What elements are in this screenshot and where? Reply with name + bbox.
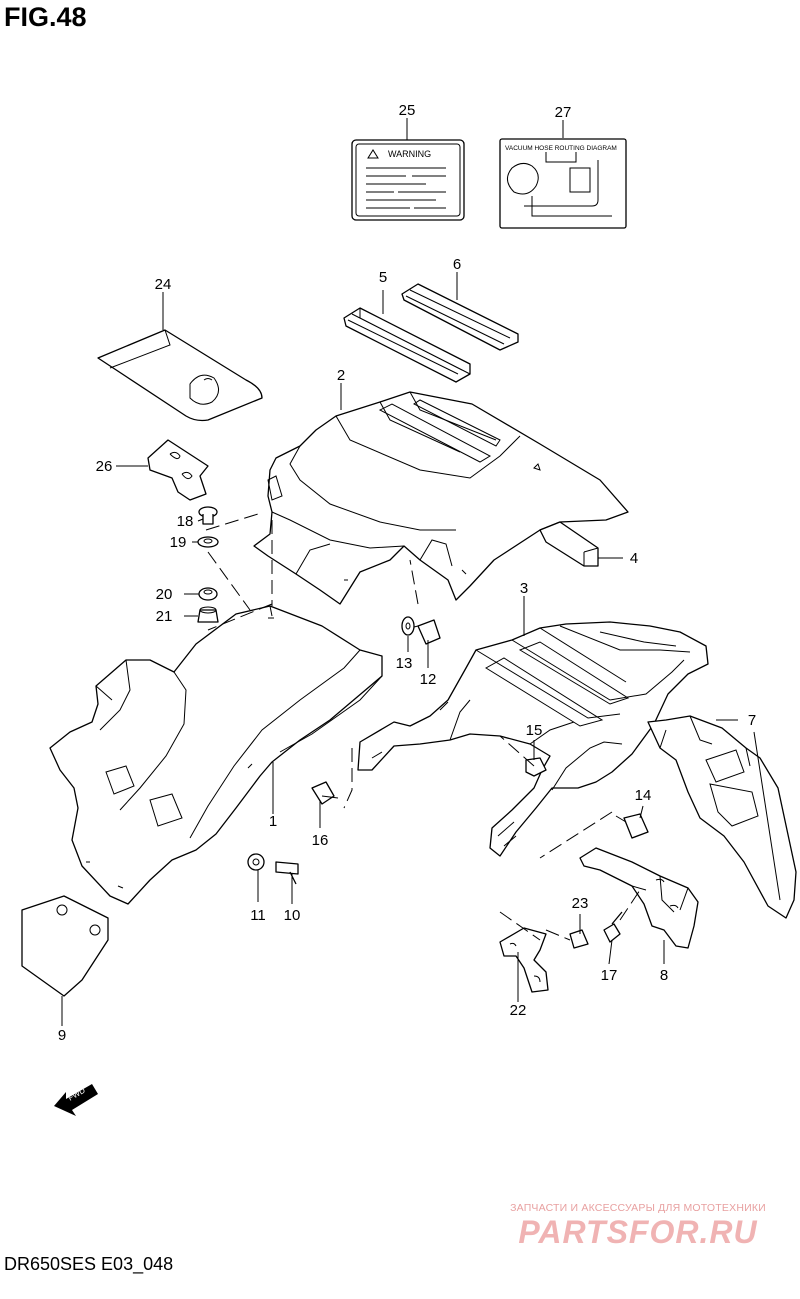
callout-7: 7 — [748, 712, 756, 729]
bracket-part-26 — [147, 439, 209, 501]
bolt-part-12 — [409, 619, 441, 645]
vacuum-text: VACUUM HOSE ROUTING DIAGRAM — [505, 145, 617, 152]
warning-text: WARNING — [388, 149, 431, 159]
nut-part-20 — [198, 587, 218, 601]
washer-part-13 — [401, 616, 415, 636]
bolt-part-17 — [603, 911, 623, 943]
bracket-part-8 — [579, 847, 699, 949]
fwd-arrow-icon: FWD — [54, 1084, 98, 1116]
callout-27: 27 — [555, 104, 572, 121]
bolt-part-23 — [569, 929, 589, 949]
callout-25: 25 — [399, 102, 416, 119]
warning-label-part: WARNING — [351, 139, 465, 221]
callout-15: 15 — [526, 722, 543, 739]
nut-part-21 — [197, 606, 219, 623]
leader-lines — [61, 118, 781, 1026]
callout-5: 5 — [379, 269, 387, 286]
pad-part-4 — [539, 521, 599, 567]
callout-9: 9 — [58, 1027, 66, 1044]
screw-part-10 — [275, 861, 299, 885]
callout-23: 23 — [572, 895, 589, 912]
callout-labels: 25 27 24 5 6 2 26 18 19 4 3 20 21 13 12 … — [58, 102, 756, 1044]
callout-2: 2 — [337, 367, 345, 384]
strip-part-5 — [343, 307, 471, 383]
cover-part-24 — [97, 329, 263, 422]
figure-title: FIG.48 — [4, 2, 87, 32]
bolt-part-15 — [525, 757, 547, 777]
callout-4: 4 — [630, 550, 638, 567]
callout-10: 10 — [284, 907, 301, 924]
mud-flap-part-9 — [21, 895, 109, 997]
watermark-brand: PARTSFOR.RU — [518, 1214, 758, 1250]
callout-17: 17 — [601, 967, 618, 984]
washer-part-19 — [197, 536, 219, 548]
bolt-part-14 — [615, 813, 649, 839]
callout-18: 18 — [177, 513, 194, 530]
vacuum-hose-label-part: VACUUM HOSE ROUTING DIAGRAM — [499, 138, 627, 229]
bolt-part-16 — [311, 781, 339, 805]
callout-3: 3 — [520, 580, 528, 597]
callout-13: 13 — [396, 655, 413, 672]
watermark-tagline: ЗАПЧАСТИ И АКСЕССУАРЫ ДЛЯ МОТОТЕХНИКИ — [510, 1202, 766, 1214]
callout-8: 8 — [660, 967, 668, 984]
screw-part-18 — [198, 506, 218, 525]
callout-6: 6 — [453, 256, 461, 273]
callout-14: 14 — [635, 787, 652, 804]
rear-carrier-part — [357, 621, 709, 857]
rear-fender-lower-part — [49, 605, 383, 905]
callout-1: 1 — [269, 813, 277, 830]
callout-16: 16 — [312, 832, 329, 849]
callout-26: 26 — [96, 458, 113, 475]
rear-fender-upper-part — [253, 391, 629, 605]
bracket-part-22 — [499, 927, 549, 993]
callout-20: 20 — [156, 586, 173, 603]
callout-19: 19 — [170, 534, 187, 551]
callout-12: 12 — [420, 671, 437, 688]
callout-21: 21 — [156, 608, 173, 625]
callout-22: 22 — [510, 1002, 527, 1019]
callout-11: 11 — [250, 907, 266, 924]
strip-part-6 — [401, 283, 519, 351]
callout-24: 24 — [155, 276, 172, 293]
nut-part-11 — [247, 853, 265, 871]
diagram-code: DR650SES E03_048 — [4, 1254, 174, 1274]
